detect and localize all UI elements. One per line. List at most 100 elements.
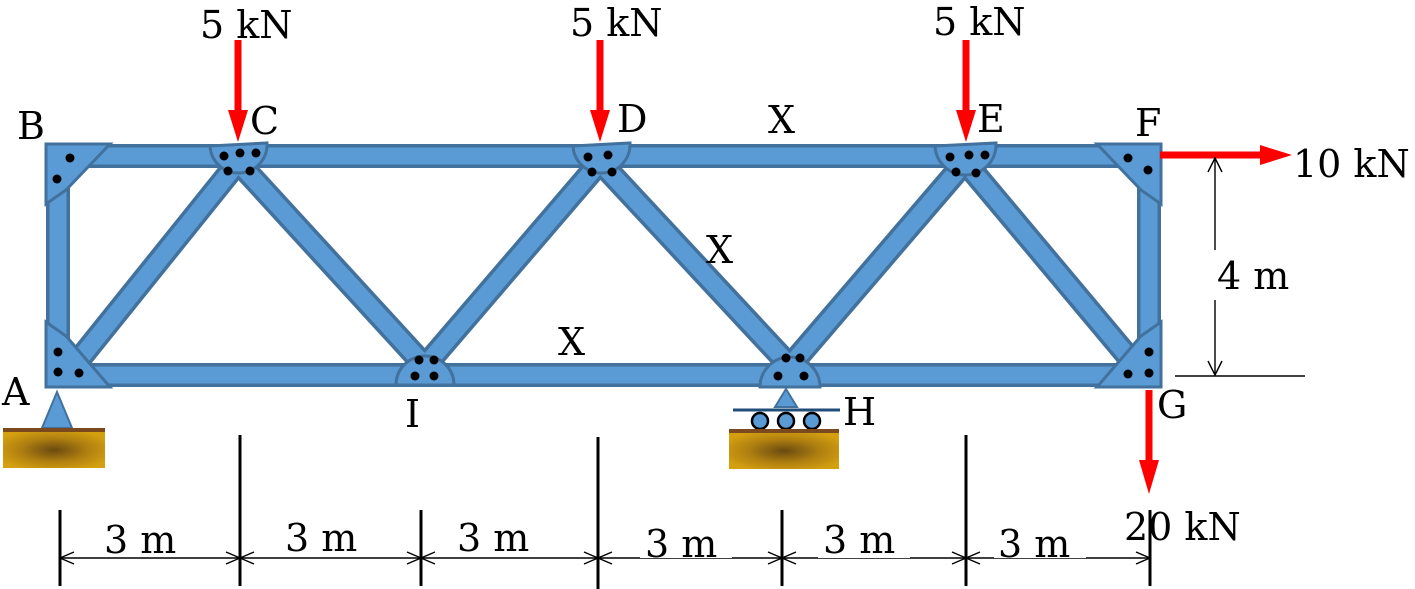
bolt — [223, 166, 233, 176]
bolt — [245, 166, 255, 176]
bolt — [587, 167, 597, 177]
load-label-c: 5 kN — [200, 3, 293, 47]
ground-block — [3, 432, 105, 468]
span-label-2: 3 m — [285, 516, 357, 560]
member-ci — [231, 156, 432, 372]
bolt — [74, 368, 84, 378]
bolt — [951, 167, 961, 177]
roller-wheel — [802, 411, 822, 431]
bolt — [773, 371, 783, 381]
bolt — [945, 152, 955, 162]
bolt — [980, 150, 990, 160]
bolt — [964, 150, 974, 160]
span-arrowhead — [1135, 551, 1152, 565]
bolt — [1144, 347, 1154, 357]
joint-label-i: I — [405, 392, 420, 436]
load-arrow-f-head — [1260, 145, 1292, 165]
height-dim-arrow-bottom — [1207, 360, 1223, 377]
member-eg — [958, 156, 1143, 372]
member-ac — [67, 156, 245, 372]
load-arrow-d-head — [590, 110, 610, 142]
span-label-bg — [818, 514, 910, 558]
span-label-bg — [994, 518, 1086, 558]
ground-block — [729, 433, 839, 469]
bolt — [235, 148, 245, 158]
roller-wheel — [750, 411, 770, 431]
height-dim-arrow-top — [1207, 156, 1223, 173]
bolt — [53, 367, 63, 377]
span-label-1: 3 m — [104, 518, 176, 562]
roller-wheel — [776, 411, 796, 431]
bolt — [410, 371, 420, 381]
gusset-g — [1093, 319, 1163, 389]
span-label-bg — [280, 512, 372, 556]
member-dh — [593, 156, 797, 372]
load-label-f: 10 kN — [1293, 142, 1410, 186]
span-arrowhead — [780, 551, 797, 565]
span-arrowhead — [419, 551, 436, 565]
roller-support-h — [729, 387, 840, 469]
load-label-d: 5 kN — [570, 1, 663, 45]
bolt — [607, 167, 617, 177]
loads — [228, 40, 1292, 494]
load-arrow-e-head — [956, 110, 976, 142]
zero-force-mark-dh: X — [706, 228, 733, 272]
roller-triangle — [773, 387, 799, 408]
span-label-3: 3 m — [457, 516, 529, 560]
joint-label-f: F — [1135, 101, 1161, 145]
bolt — [583, 152, 593, 162]
height-dimension: 4 m — [1175, 156, 1305, 377]
bolt — [971, 168, 981, 178]
bolt — [251, 148, 261, 158]
ground-line — [729, 429, 839, 433]
load-label-e: 5 kN — [933, 0, 1026, 44]
span-label-4: 3 m — [645, 522, 717, 566]
span-arrowhead — [238, 551, 255, 565]
joint-label-c: C — [250, 99, 279, 143]
joint-label-a: A — [1, 370, 30, 414]
bolt — [53, 347, 63, 357]
bolt — [603, 150, 613, 160]
pin-support-a — [3, 389, 105, 468]
bolt — [414, 355, 424, 365]
bolt — [1123, 369, 1133, 379]
truss-members — [46, 144, 1161, 387]
bolt — [65, 153, 75, 163]
bolt — [429, 355, 439, 365]
span-label-bg — [640, 518, 732, 558]
zero-force-mark-de: X — [768, 98, 795, 142]
gusset-b — [44, 142, 114, 207]
bolt — [52, 174, 62, 184]
span-label-5: 3 m — [823, 518, 895, 562]
bolt — [219, 151, 229, 161]
span-label-bg — [452, 512, 544, 556]
span-arrowhead — [596, 551, 613, 565]
span-arrowhead — [964, 551, 981, 565]
load-label-g: 20 kN — [1124, 505, 1241, 549]
bolt — [1144, 368, 1154, 378]
span-arrowhead — [58, 551, 75, 565]
span-dimensions: 3 m 3 m 3 m 3 m 3 m 3 m — [58, 435, 1152, 589]
bolt — [1123, 153, 1133, 163]
span-label-6: 3 m — [998, 522, 1070, 566]
joint-label-g: G — [1157, 383, 1187, 427]
gusset-e — [933, 141, 998, 177]
bolt — [1143, 165, 1153, 175]
bolts — [52, 148, 1154, 381]
joint-label-h: H — [843, 390, 876, 434]
joint-label-d: D — [617, 97, 647, 141]
gusset-d — [571, 141, 632, 175]
member-he — [783, 156, 972, 372]
bolt — [429, 371, 439, 381]
gusset-i — [394, 354, 456, 387]
bolt — [799, 371, 809, 381]
pin-triangle — [40, 389, 74, 429]
joint-label-e: E — [977, 97, 1005, 141]
member-id — [418, 156, 607, 372]
gusset-h — [758, 355, 822, 389]
height-label: 4 m — [1217, 254, 1289, 298]
load-arrow-c-head — [228, 110, 248, 142]
joint-label-b: B — [17, 104, 45, 148]
span-label-bg — [100, 512, 192, 556]
